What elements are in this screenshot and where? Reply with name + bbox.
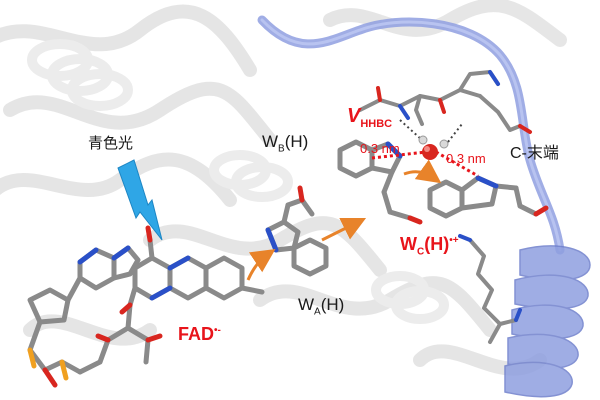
wc-label-main: W: [400, 234, 417, 254]
oxygen-highlight: [424, 146, 430, 152]
lower-residue: [458, 234, 522, 344]
distance-left-label: 0.3 nm: [360, 141, 400, 156]
fad-molecule: [27, 225, 265, 388]
distance-right-label: 0.3 nm: [446, 151, 486, 166]
wc-label-tail: (H): [424, 234, 450, 254]
c-terminal-helix: [504, 245, 591, 398]
arrow-fad-to-wa: [246, 249, 276, 281]
wa-label-main: W: [298, 295, 315, 314]
wa-label-tail: (H): [320, 295, 345, 314]
vhhbc-label: VHHBC: [347, 106, 392, 130]
vhhbc-sub: HHBC: [360, 118, 393, 130]
vhhbc-main: V: [347, 105, 361, 127]
tryptophan-wc: [427, 175, 549, 219]
hbond-right-distance: [435, 150, 479, 178]
fad-label-text: FAD: [178, 324, 214, 344]
background-helix-coils: [27, 39, 449, 324]
wc-label-sub: C: [417, 246, 425, 258]
hydrogen-atom-right: [439, 139, 449, 149]
water-molecule: [371, 119, 479, 178]
transfer-arrows: [246, 159, 442, 281]
fad-label-charge: •-: [214, 325, 221, 336]
wb-label: WB(H): [262, 133, 308, 154]
wa-label: WA(H): [298, 296, 344, 317]
upper-residues: [358, 70, 532, 134]
blue-light-label: 青色光: [88, 135, 134, 152]
fad-label: FAD•-: [178, 325, 221, 343]
wb-label-main: W: [262, 132, 279, 151]
arrow-wb-to-wc: [403, 159, 442, 184]
lightning-outline: [117, 159, 163, 241]
oxygen-atom: [422, 144, 438, 160]
wa-label-sub: A: [314, 306, 321, 318]
wb-label-tail: (H): [284, 132, 309, 151]
hbond-upper-right: [447, 123, 463, 143]
hbond-upper-left: [399, 119, 423, 141]
wc-label: WC(H)•+: [400, 235, 459, 258]
tryptophan-wa: [265, 185, 329, 277]
arrow-wa-to-wb: [321, 217, 367, 242]
wb-label-sub: B: [278, 143, 285, 155]
c-terminal-ribbon: [257, 15, 565, 255]
c-terminus-label: C-末端: [510, 145, 559, 162]
hydrogen-atom-left: [418, 135, 428, 145]
wc-label-charge: •+: [449, 235, 459, 246]
lightning-icon: [118, 160, 162, 240]
